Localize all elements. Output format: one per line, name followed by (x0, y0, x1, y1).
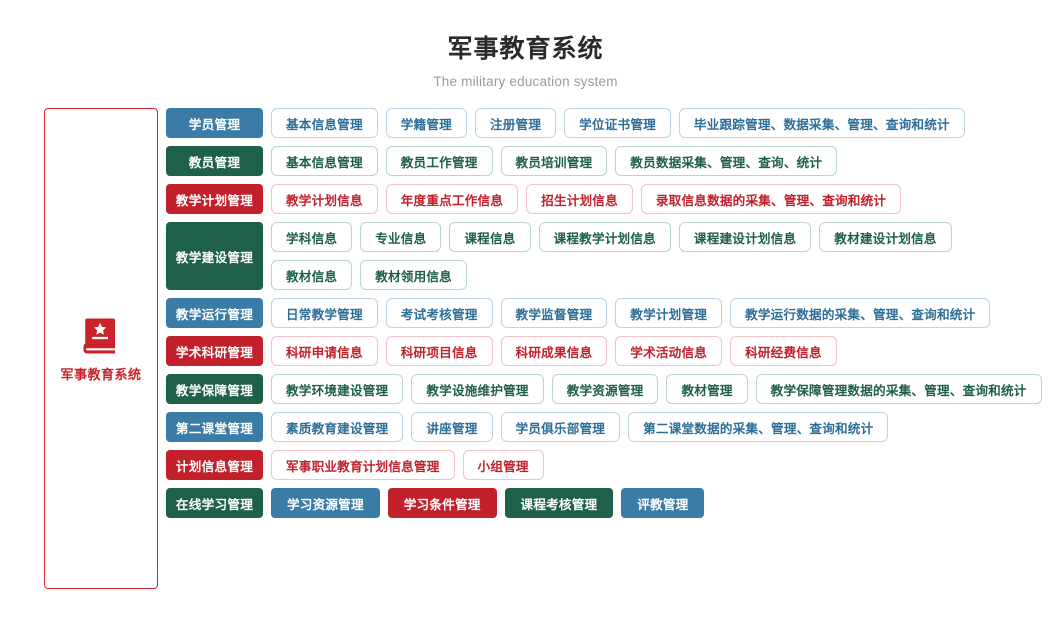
row-items-line: 学习资源管理学习条件管理课程考核管理评教管理 (271, 488, 1042, 519)
category-button[interactable]: 学员管理 (166, 108, 263, 139)
category-button[interactable]: 计划信息管理 (166, 450, 263, 481)
row-items: 基本信息管理教员工作管理教员培训管理教员数据采集、管理、查询、统计 (271, 146, 1042, 177)
item-button[interactable]: 学籍管理 (385, 108, 467, 139)
row-items-line: 素质教育建设管理讲座管理学员俱乐部管理第二课堂数据的采集、管理、查询和统计 (271, 412, 1042, 443)
sidebar-brand-label: 军事教育系统 (60, 366, 142, 382)
item-button[interactable]: 教员培训管理 (500, 146, 608, 177)
category-row: 教学计划管理教学计划信息年度重点工作信息招生计划信息录取信息数据的采集、管理、查… (166, 184, 1042, 215)
item-button[interactable]: 教员数据采集、管理、查询、统计 (615, 146, 838, 177)
page-subtitle: The military education system (433, 74, 618, 90)
category-button[interactable]: 学术科研管理 (166, 336, 263, 367)
category-button[interactable]: 教学建设管理 (166, 222, 263, 291)
row-items: 学习资源管理学习条件管理课程考核管理评教管理 (271, 488, 1042, 519)
item-button[interactable]: 教材建设计划信息 (819, 222, 952, 253)
row-items: 素质教育建设管理讲座管理学员俱乐部管理第二课堂数据的采集、管理、查询和统计 (271, 412, 1042, 443)
item-button[interactable]: 讲座管理 (411, 412, 493, 443)
item-button[interactable]: 科研申请信息 (271, 336, 378, 367)
item-button[interactable]: 科研项目信息 (385, 336, 493, 367)
category-row: 学员管理基本信息管理学籍管理注册管理学位证书管理毕业跟踪管理、数据采集、管理、查… (166, 108, 1042, 139)
item-button[interactable]: 学位证书管理 (564, 108, 671, 139)
item-button[interactable]: 第二课堂数据的采集、管理、查询和统计 (628, 412, 889, 443)
item-button[interactable]: 教学资源管理 (551, 374, 659, 405)
item-button[interactable]: 教学设施维护管理 (411, 374, 544, 405)
item-button[interactable]: 录取信息数据的采集、管理、查询和统计 (640, 184, 902, 215)
item-button[interactable]: 课程信息 (449, 222, 531, 253)
item-button[interactable]: 军事职业教育计划信息管理 (271, 450, 455, 481)
row-items-line: 军事职业教育计划信息管理小组管理 (271, 450, 1042, 481)
row-items-line: 学科信息专业信息课程信息课程教学计划信息课程建设计划信息教材建设计划信息 (271, 222, 1042, 253)
item-button[interactable]: 学习条件管理 (387, 488, 497, 519)
row-items: 教学计划信息年度重点工作信息招生计划信息录取信息数据的采集、管理、查询和统计 (271, 184, 1042, 215)
item-button[interactable]: 教材信息 (271, 260, 353, 291)
item-button[interactable]: 学员俱乐部管理 (500, 412, 621, 443)
category-row: 学术科研管理科研申请信息科研项目信息科研成果信息学术活动信息科研经费信息 (166, 336, 1042, 367)
item-button[interactable]: 基本信息管理 (271, 108, 378, 139)
item-button[interactable]: 科研成果信息 (500, 336, 608, 367)
row-items: 日常教学管理考试考核管理教学监督管理教学计划管理教学运行数据的采集、管理、查询和… (271, 298, 1042, 329)
item-button[interactable]: 课程教学计划信息 (538, 222, 671, 253)
item-button[interactable]: 年度重点工作信息 (385, 184, 519, 215)
category-row: 教员管理基本信息管理教员工作管理教员培训管理教员数据采集、管理、查询、统计 (166, 146, 1042, 177)
category-row: 第二课堂管理素质教育建设管理讲座管理学员俱乐部管理第二课堂数据的采集、管理、查询… (166, 412, 1042, 443)
item-button[interactable]: 评教管理 (621, 488, 705, 519)
row-items-line: 基本信息管理教员工作管理教员培训管理教员数据采集、管理、查询、统计 (271, 146, 1042, 177)
category-row: 教学保障管理教学环境建设管理教学设施维护管理教学资源管理教材管理教学保障管理数据… (166, 374, 1042, 405)
row-items-line: 教学环境建设管理教学设施维护管理教学资源管理教材管理教学保障管理数据的采集、管理… (271, 374, 1042, 405)
category-row: 计划信息管理军事职业教育计划信息管理小组管理 (166, 450, 1042, 481)
item-button[interactable]: 课程建设计划信息 (678, 222, 812, 253)
page-title: 军事教育系统 (447, 35, 604, 63)
item-button[interactable]: 课程考核管理 (504, 488, 614, 519)
item-button[interactable]: 教学监督管理 (500, 298, 608, 329)
item-button[interactable]: 专业信息 (360, 222, 442, 253)
item-button[interactable]: 素质教育建设管理 (271, 412, 404, 443)
item-button[interactable]: 招生计划信息 (526, 184, 633, 215)
item-button[interactable]: 学科信息 (271, 222, 353, 253)
item-button[interactable]: 科研经费信息 (730, 336, 837, 367)
main-content: 军事教育系统 学员管理基本信息管理学籍管理注册管理学位证书管理毕业跟踪管理、数据… (0, 89, 1051, 590)
category-button[interactable]: 教员管理 (166, 146, 263, 177)
item-button[interactable]: 教材领用信息 (360, 260, 467, 291)
category-button[interactable]: 第二课堂管理 (166, 412, 263, 443)
item-button[interactable]: 小组管理 (462, 450, 544, 481)
item-button[interactable]: 教学保障管理数据的采集、管理、查询和统计 (755, 374, 1042, 405)
category-button[interactable]: 教学保障管理 (166, 374, 263, 405)
item-button[interactable]: 学术活动信息 (615, 336, 723, 367)
row-items: 军事职业教育计划信息管理小组管理 (271, 450, 1042, 481)
item-button[interactable]: 考试考核管理 (385, 298, 493, 329)
category-row: 在线学习管理学习资源管理学习条件管理课程考核管理评教管理 (166, 488, 1042, 519)
row-items-line: 日常教学管理考试考核管理教学监督管理教学计划管理教学运行数据的采集、管理、查询和… (271, 298, 1042, 329)
sidebar-brand: 军事教育系统 (60, 315, 141, 383)
row-items-line: 科研申请信息科研项目信息科研成果信息学术活动信息科研经费信息 (271, 336, 1042, 367)
item-button[interactable]: 毕业跟踪管理、数据采集、管理、查询和统计 (678, 108, 965, 139)
category-rows: 学员管理基本信息管理学籍管理注册管理学位证书管理毕业跟踪管理、数据采集、管理、查… (166, 108, 1042, 519)
row-items-line: 教学计划信息年度重点工作信息招生计划信息录取信息数据的采集、管理、查询和统计 (271, 184, 1042, 215)
item-button[interactable]: 教学运行数据的采集、管理、查询和统计 (730, 298, 991, 329)
row-items: 科研申请信息科研项目信息科研成果信息学术活动信息科研经费信息 (271, 336, 1042, 367)
item-button[interactable]: 教材管理 (666, 374, 748, 405)
item-button[interactable]: 日常教学管理 (271, 298, 378, 329)
category-button[interactable]: 教学运行管理 (166, 298, 263, 329)
item-button[interactable]: 教学计划管理 (615, 298, 723, 329)
item-button[interactable]: 基本信息管理 (271, 146, 378, 177)
book-star-icon (80, 315, 122, 357)
row-items-line: 基本信息管理学籍管理注册管理学位证书管理毕业跟踪管理、数据采集、管理、查询和统计 (271, 108, 1042, 139)
row-items: 学科信息专业信息课程信息课程教学计划信息课程建设计划信息教材建设计划信息教材信息… (271, 222, 1042, 291)
row-items: 教学环境建设管理教学设施维护管理教学资源管理教材管理教学保障管理数据的采集、管理… (271, 374, 1042, 405)
item-button[interactable]: 教学计划信息 (271, 184, 378, 215)
item-button[interactable]: 学习资源管理 (271, 488, 380, 519)
item-button[interactable]: 注册管理 (474, 108, 557, 139)
page-header: 军事教育系统 The military education system (0, 0, 1051, 89)
category-button[interactable]: 在线学习管理 (166, 488, 263, 519)
item-button[interactable]: 教学环境建设管理 (271, 374, 404, 405)
category-row: 教学建设管理学科信息专业信息课程信息课程教学计划信息课程建设计划信息教材建设计划… (166, 222, 1042, 291)
category-row: 教学运行管理日常教学管理考试考核管理教学监督管理教学计划管理教学运行数据的采集、… (166, 298, 1042, 329)
row-items-line: 教材信息教材领用信息 (271, 260, 1042, 291)
row-items: 基本信息管理学籍管理注册管理学位证书管理毕业跟踪管理、数据采集、管理、查询和统计 (271, 108, 1042, 139)
sidebar-brand-panel: 军事教育系统 (44, 108, 158, 590)
item-button[interactable]: 教员工作管理 (385, 146, 493, 177)
category-button[interactable]: 教学计划管理 (166, 184, 263, 215)
